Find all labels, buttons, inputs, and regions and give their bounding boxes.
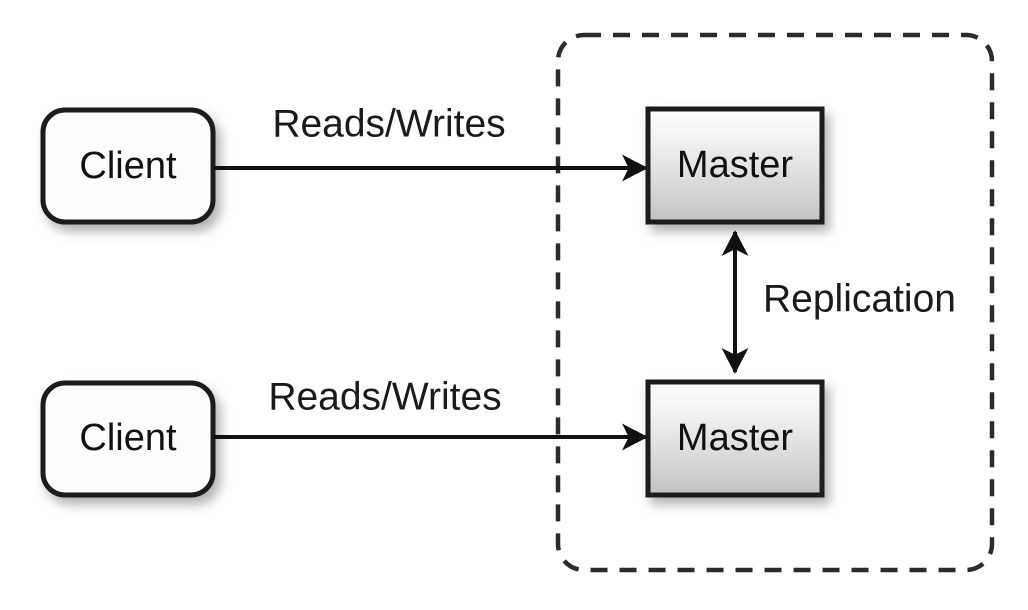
client-top-node[interactable]: Client: [40, 107, 216, 225]
master-bottom-label: Master: [677, 417, 793, 459]
master-top-node[interactable]: Master: [645, 106, 825, 225]
edge-top-label: Reads/Writes: [272, 102, 505, 145]
master-bottom-node[interactable]: Master: [645, 379, 825, 498]
master-top-label: Master: [677, 144, 793, 186]
client-bottom-node[interactable]: Client: [40, 380, 216, 498]
master-top-shape[interactable]: [645, 106, 825, 225]
client-top-label: Client: [79, 145, 177, 187]
client-bottom-label: Client: [79, 417, 177, 459]
edge-replication-label: Replication: [763, 277, 956, 320]
edge-bottom-label: Reads/Writes: [268, 375, 501, 418]
master-bottom-shape[interactable]: [645, 379, 825, 498]
master-cluster-boundary: [555, 32, 995, 573]
